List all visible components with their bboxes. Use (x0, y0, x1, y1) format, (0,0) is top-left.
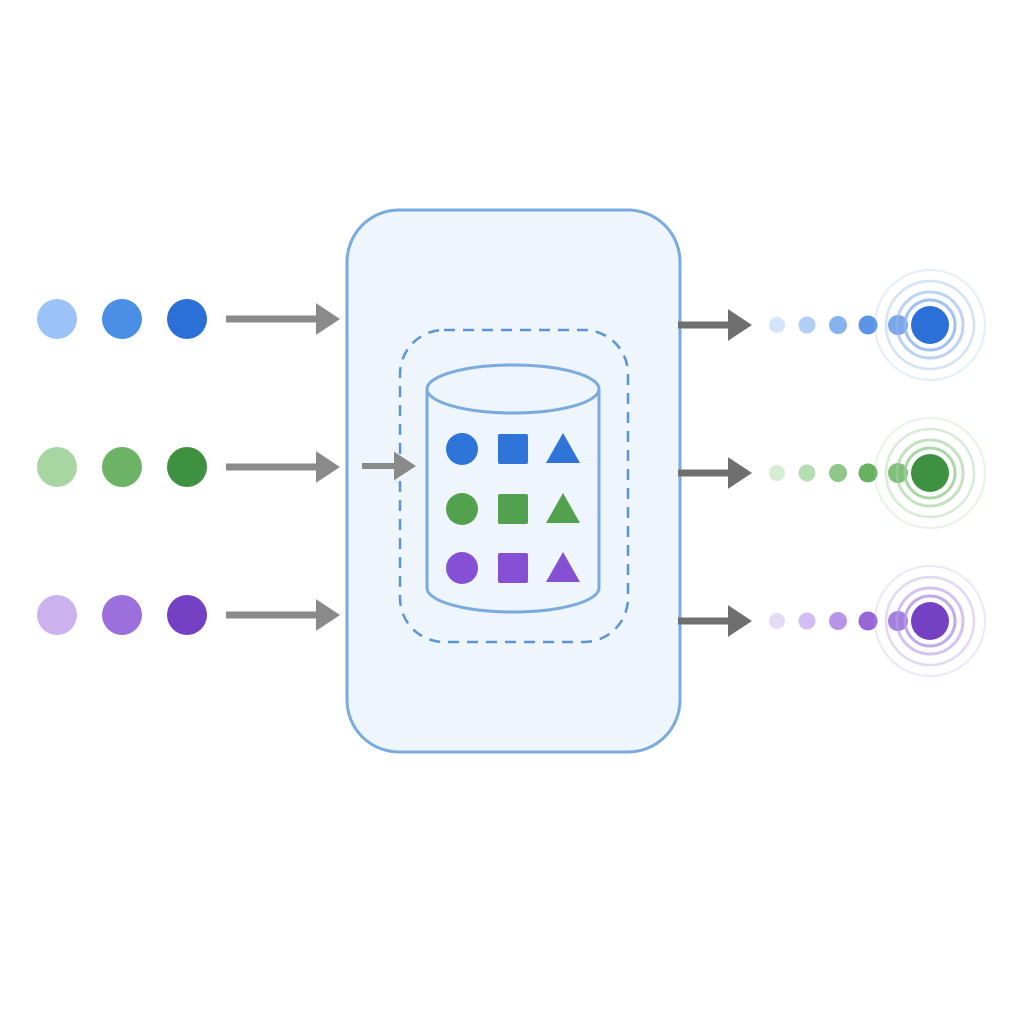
target-ring-blue-3 (895, 290, 965, 360)
output-dot-purple-1 (769, 613, 785, 629)
input-arrow-green (226, 451, 340, 483)
input-dots (37, 299, 207, 635)
triangle-green-icon (546, 493, 580, 523)
target-blue-icon (874, 269, 986, 381)
square-purple-icon (498, 553, 528, 583)
target-core-green (911, 454, 949, 492)
square-blue-icon (498, 434, 528, 464)
square-green-icon (498, 494, 528, 524)
target-ring-purple-3 (895, 586, 965, 656)
input-dot-green-2 (102, 447, 142, 487)
circle-blue-icon (446, 433, 478, 465)
input-dot-purple-2 (102, 595, 142, 635)
output-dot-blue-3 (829, 316, 847, 334)
output-dot-purple-4 (858, 611, 878, 631)
input-dot-blue-1 (37, 299, 77, 339)
target-ring-blue-4 (903, 298, 957, 352)
inner-arrow-line (362, 451, 416, 481)
output-dot-green-4 (858, 463, 878, 483)
triangle-purple-icon (546, 552, 580, 582)
input-dot-purple-3 (167, 595, 207, 635)
target-ring-purple-4 (903, 594, 957, 648)
input-dot-green-1 (37, 447, 77, 487)
cylinder-top (425, 363, 601, 415)
input-dot-purple-1 (37, 595, 77, 635)
target-core-purple (911, 602, 949, 640)
output-dot-green-1 (769, 465, 785, 481)
target-ring-green-4 (903, 446, 957, 500)
target-ring-purple-1 (874, 565, 986, 677)
output-arrow-green (678, 457, 752, 489)
input-arrow-purple (226, 599, 340, 631)
input-arrow-blue (226, 303, 340, 335)
input-dot-blue-2 (102, 299, 142, 339)
output-arrow-purple (678, 605, 752, 637)
output-dot-blue-4 (858, 315, 878, 335)
target-ring-purple-2 (884, 575, 976, 667)
target-core-blue (911, 306, 949, 344)
output-arrows (678, 309, 752, 637)
output-dot-purple-3 (829, 612, 847, 630)
output-dots (769, 315, 908, 631)
triangle-blue-icon (546, 433, 580, 463)
target-ring-blue-2 (884, 279, 976, 371)
output-dot-green-3 (829, 464, 847, 482)
output-arrow-blue (678, 309, 752, 341)
input-arrows (226, 303, 340, 631)
output-targets (874, 269, 986, 677)
target-ring-blue-1 (874, 269, 986, 381)
output-dot-blue-2 (798, 316, 816, 334)
shape-grid (446, 433, 580, 584)
output-dot-purple-2 (798, 612, 816, 630)
target-green-icon (874, 417, 986, 529)
target-ring-green-3 (895, 438, 965, 508)
circle-purple-icon (446, 552, 478, 584)
output-dot-blue-1 (769, 317, 785, 333)
input-dot-green-3 (167, 447, 207, 487)
target-ring-green-2 (884, 427, 976, 519)
dashed-container (398, 328, 630, 644)
circle-green-icon (446, 493, 478, 525)
inner-arrow (362, 451, 416, 481)
input-dot-blue-3 (167, 299, 207, 339)
target-purple-icon (874, 565, 986, 677)
target-ring-green-1 (874, 417, 986, 529)
output-dot-green-2 (798, 464, 816, 482)
